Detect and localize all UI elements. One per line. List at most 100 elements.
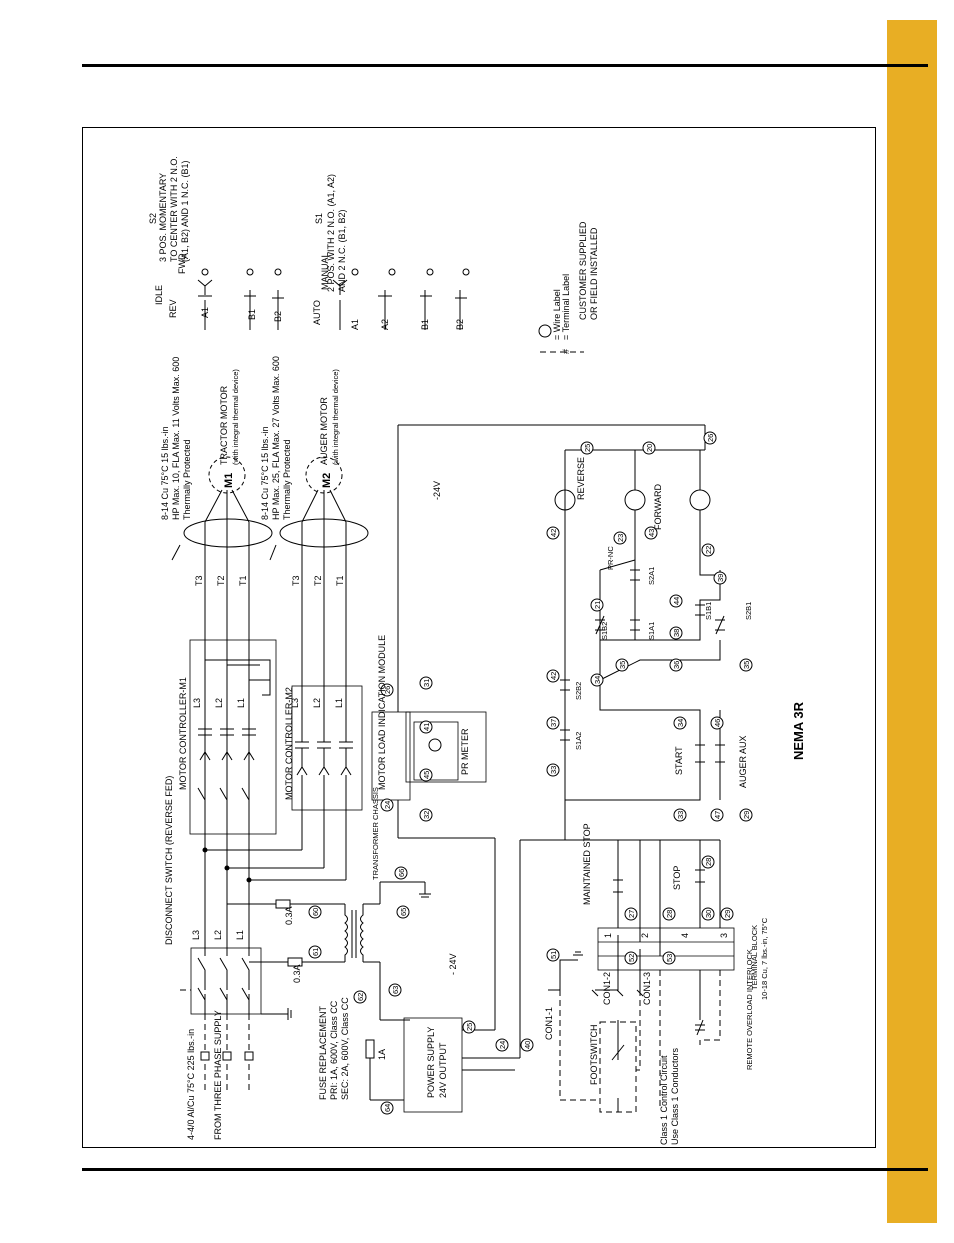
motor-m1-symbol: [171, 456, 273, 590]
wire-label-number: 43: [647, 529, 656, 537]
switch-contact-label: B2: [455, 319, 465, 330]
switch-contact-label: B1: [420, 319, 430, 330]
selector-switch-diagrams: [197, 268, 584, 353]
wire-label-number: 24: [383, 801, 392, 809]
wire-label-circle: [669, 594, 683, 608]
wire-label-number: 64: [383, 1104, 392, 1112]
wire-label-circle: [701, 855, 715, 869]
contact-label: S1B1: [704, 602, 713, 620]
wire-label-circle: [624, 907, 638, 921]
m2-terminal-label: T1: [335, 575, 345, 586]
wire-label-number: 63: [391, 986, 400, 994]
class1-conductors-label: Use Class 1 Conductors: [670, 1047, 680, 1145]
supply-source-label: FROM THREE PHASE SUPPLY: [213, 1010, 223, 1140]
wire-label-circle: [701, 543, 715, 557]
s2-fwd-label: FWD: [177, 253, 187, 274]
maintained-stop-label: MAINTAINED STOP: [582, 823, 592, 905]
wire-label-circle: [546, 948, 560, 962]
power-supply: [365, 837, 560, 1113]
wire-label-circle: [673, 716, 687, 730]
wire-label-number: 33: [676, 811, 685, 819]
m1-phase-label: L2: [214, 698, 224, 708]
m2-thermal-note: Thermally Protected: [282, 439, 292, 520]
wire-label-circle: [739, 808, 753, 822]
wire-label-number: 36: [672, 661, 681, 669]
fuse-03a-label-1: 0.3A: [284, 906, 294, 925]
wire-label-circle: [396, 905, 410, 919]
terminal-block-spec: 10-18 Cu, 7 lbs.-in, 75°C: [760, 917, 769, 1000]
wire-label-circle: [590, 598, 604, 612]
wire-label-circle: [353, 990, 367, 1004]
wire-label-circle: [662, 951, 676, 965]
wire-label-circle: [380, 1101, 394, 1115]
wire-label-circle: [546, 763, 560, 777]
wire-label-number: 38: [672, 629, 681, 637]
con1-1-label: CON1-1: [544, 1007, 554, 1040]
fuse-replacement-title: FUSE REPLACEMENT: [318, 1005, 328, 1100]
wire-label-number: 30: [704, 910, 713, 918]
transformer: [227, 881, 431, 1021]
wire-label-circle: [419, 676, 433, 690]
contact-label: S1B2: [600, 622, 609, 640]
s2-rev-label: REV: [168, 299, 178, 318]
m1-rating: HP Max. 10, FLA Max. 11 Volts Max. 600: [171, 357, 181, 520]
wire-label-circle: [580, 441, 594, 455]
wire-label-number: 62: [356, 993, 365, 1001]
wire-label-circle: [710, 808, 724, 822]
s1-desc-1: 2 POS. WITH 2 N.O. (A1, A2): [326, 174, 336, 292]
contact-label: S2B1: [744, 602, 753, 620]
wire-label-number: 28: [665, 910, 674, 918]
fuse-secondary-label: SEC: 2A, 600V, Class CC: [340, 997, 350, 1100]
wire-label-circle: [546, 716, 560, 730]
m1-wire-spec: 8-14 Cu 75°C 15 lbs.-in: [160, 426, 170, 520]
s1-title: S1: [314, 213, 324, 224]
con1-2-label: CON1-2: [602, 972, 612, 1005]
m2-wire-spec: 8-14 Cu 75°C 15 lbs.-in: [260, 426, 270, 520]
s2-desc-1: 3 POS. MOMENTARY: [158, 173, 168, 262]
disconnect-phase-label: L1: [235, 930, 245, 940]
wire-label-circle: [520, 1038, 534, 1052]
s2-idle-label: IDLE: [154, 285, 164, 305]
s1-auto-label: AUTO: [312, 300, 322, 325]
wire-label-number: 31: [422, 679, 431, 687]
switch-contact-label: A1: [200, 307, 210, 318]
minus-24v-label-2: -24V: [432, 481, 442, 500]
wire-label-circle: [669, 626, 683, 640]
wire-label-circle: [308, 945, 322, 959]
wire-label-number: 34: [593, 676, 602, 684]
terminal-block-number: 3: [719, 933, 729, 938]
motor-load-module-label: MOTOR LOAD INDICATION MODULE: [377, 635, 387, 790]
wire-label-circle: [739, 658, 753, 672]
m2-rating: HP Max. 25, FLA Max. 27 Volts Max. 600: [271, 356, 281, 520]
disconnect-phase-label: L2: [213, 930, 223, 940]
motor-m1-label: M1: [223, 473, 235, 488]
wire-label-number: 53: [665, 954, 674, 962]
class1-circuit-label: Class 1 Control Circuit: [659, 1055, 669, 1145]
wire-label-number: 34: [676, 719, 685, 727]
wire-label-number: 46: [713, 719, 722, 727]
s1-manual-label: MANUAL: [320, 252, 330, 290]
m1-terminal-label: T1: [238, 575, 248, 586]
m2-phase-label: L3: [290, 698, 300, 708]
legend-customer-2: OR FIELD INSTALLED: [589, 227, 599, 320]
m1-terminal-label: T3: [194, 575, 204, 586]
motor-controller-m2: [291, 590, 363, 811]
wire-label-circle: [644, 526, 658, 540]
auger-thermal-label: (with integral thermal device): [331, 369, 340, 465]
legend-customer-1: CUSTOMER SUPPLIED: [578, 221, 588, 320]
fuse-03a-label-2: 0.3A: [292, 964, 302, 983]
wire-label-number: 42: [549, 672, 558, 680]
m2-phase-label: L1: [334, 698, 344, 708]
wire-label-number: 25: [465, 1023, 474, 1031]
tractor-thermal-label: (with integral thermal device): [231, 369, 240, 465]
wire-label-circle: [394, 866, 408, 880]
motor-controller-m1-label: MOTOR CONTROLLER-M1: [178, 677, 188, 790]
motor-load-module: [371, 424, 705, 838]
wire-label-number: 35: [618, 661, 627, 669]
motor-m2-symbol: [269, 456, 369, 590]
wire-label-number: 40: [523, 1041, 532, 1049]
power-output-label: 24V OUTPUT: [438, 1042, 448, 1098]
wire-label-circle: [713, 571, 727, 585]
wire-label-number: 29: [742, 811, 751, 819]
auger-motor-label: AUGER MOTOR: [319, 397, 329, 465]
